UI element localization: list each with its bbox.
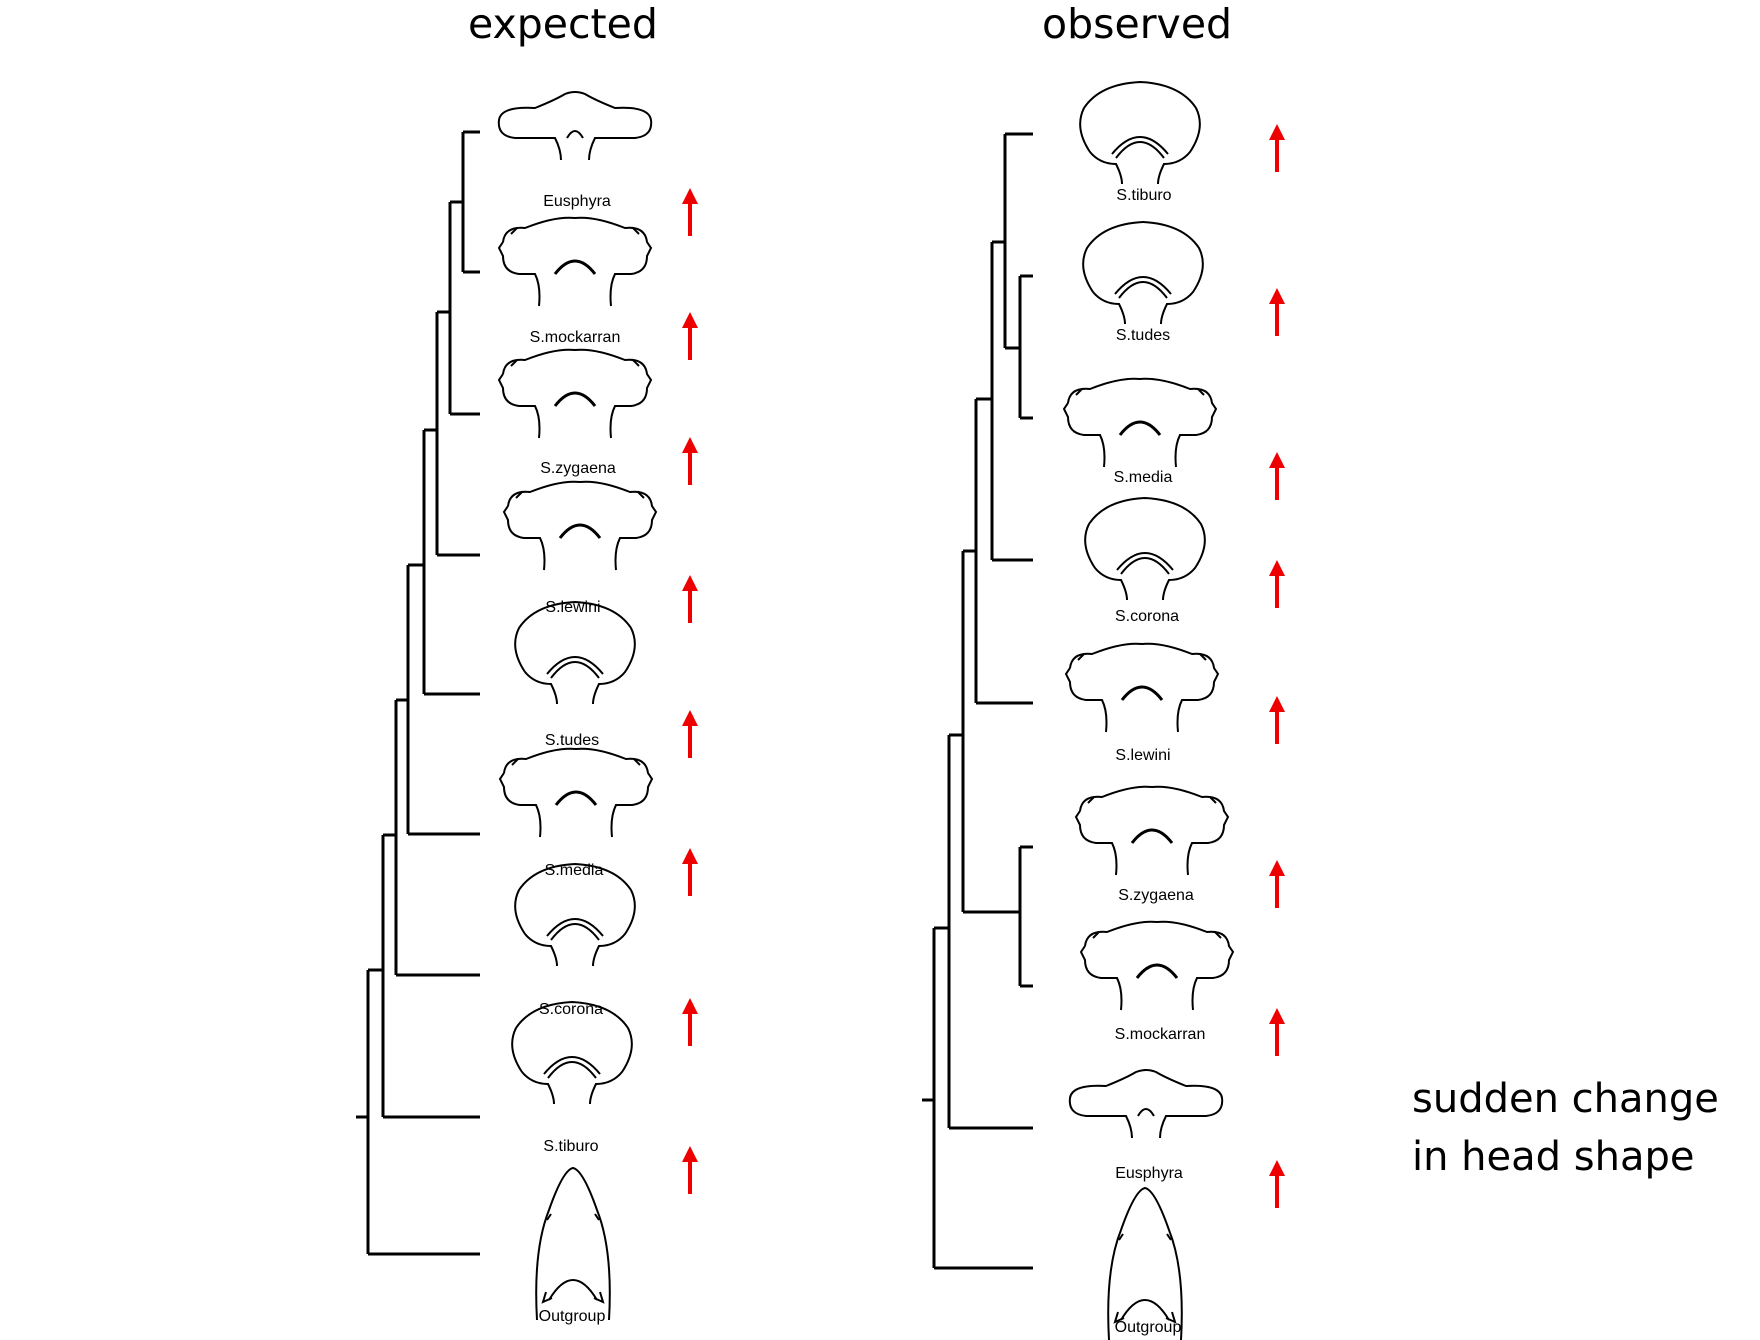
pointed-snout-icon	[535, 1167, 611, 1321]
red-up-arrow-icon	[680, 1144, 700, 1196]
red-up-arrow-icon	[1267, 286, 1287, 338]
red-up-arrow-icon	[1267, 1158, 1287, 1210]
hammerhead-head-icon	[1068, 1069, 1224, 1139]
caption-line-2: in head shape	[1412, 1134, 1695, 1180]
expected-title: expected	[468, 0, 658, 48]
expected-labels: Eusphyra S.mockarran S.zygaena S.lewini …	[530, 193, 621, 1325]
red-up-arrow-icon	[1267, 122, 1287, 174]
expected-tree	[356, 130, 480, 1256]
hammerhead-head-icon	[497, 348, 653, 440]
caption-line-1: sudden change	[1412, 1076, 1719, 1122]
expected-arrows	[680, 186, 700, 1196]
taxon-label: Outgroup	[539, 1308, 606, 1325]
hammerhead-head-icon	[1062, 377, 1218, 469]
hammerhead-head-icon	[514, 863, 636, 967]
red-up-arrow-icon	[680, 846, 700, 898]
observed-labels: S.tiburo S.tudes S.media S.corona S.lewi…	[1114, 187, 1206, 1336]
taxon-label: S.tudes	[1116, 327, 1170, 344]
hammerhead-head-icon	[1064, 642, 1220, 734]
taxon-label: S.zygaena	[540, 460, 616, 477]
taxon-label: S.mockarran	[1115, 1026, 1206, 1043]
hammerhead-head-icon	[1074, 785, 1230, 877]
observed-tree	[922, 132, 1033, 1270]
red-up-arrow-icon	[680, 186, 700, 238]
hammerhead-head-icon	[1079, 920, 1235, 1012]
taxon-label: S.media	[545, 862, 604, 879]
hammerhead-head-icon	[1079, 81, 1201, 185]
taxon-label: S.lewini	[1115, 747, 1170, 764]
hammerhead-head-icon	[502, 480, 658, 572]
pointed-snout-icon	[1107, 1187, 1183, 1340]
hammerhead-head-icon	[1084, 497, 1206, 601]
taxon-label: Eusphyra	[543, 193, 611, 210]
expected-heads	[497, 91, 658, 1321]
red-up-arrow-icon	[1267, 694, 1287, 746]
red-up-arrow-icon	[680, 310, 700, 362]
taxon-label: S.mockarran	[530, 329, 621, 346]
hammerhead-head-icon	[514, 601, 636, 705]
taxon-label: S.corona	[539, 1001, 603, 1018]
caption: sudden change in head shape	[1412, 1070, 1719, 1186]
taxon-label: S.zygaena	[1118, 887, 1194, 904]
taxon-label: S.tiburo	[543, 1138, 598, 1155]
taxon-label: Eusphyra	[1115, 1165, 1183, 1182]
observed-heads	[1062, 81, 1235, 1340]
taxon-label: S.tiburo	[1116, 187, 1171, 204]
observed-arrows	[1267, 122, 1287, 1210]
red-up-arrow-icon	[1267, 558, 1287, 610]
hammerhead-head-icon	[498, 747, 654, 839]
hammerhead-head-icon	[497, 216, 653, 308]
red-up-arrow-icon	[680, 435, 700, 487]
red-up-arrow-icon	[1267, 450, 1287, 502]
red-up-arrow-icon	[1267, 1006, 1287, 1058]
taxon-label: S.corona	[1115, 608, 1179, 625]
red-up-arrow-icon	[680, 708, 700, 760]
red-up-arrow-icon	[680, 573, 700, 625]
observed-title: observed	[1042, 0, 1233, 48]
taxon-label: S.media	[1114, 469, 1173, 486]
red-up-arrow-icon	[1267, 858, 1287, 910]
red-up-arrow-icon	[680, 996, 700, 1048]
taxon-label: S.tudes	[545, 732, 599, 749]
hammerhead-head-icon	[497, 91, 653, 161]
hammerhead-head-icon	[1082, 221, 1204, 325]
taxon-label: S.lewini	[545, 599, 600, 616]
taxon-label: Outgroup	[1115, 1319, 1182, 1336]
